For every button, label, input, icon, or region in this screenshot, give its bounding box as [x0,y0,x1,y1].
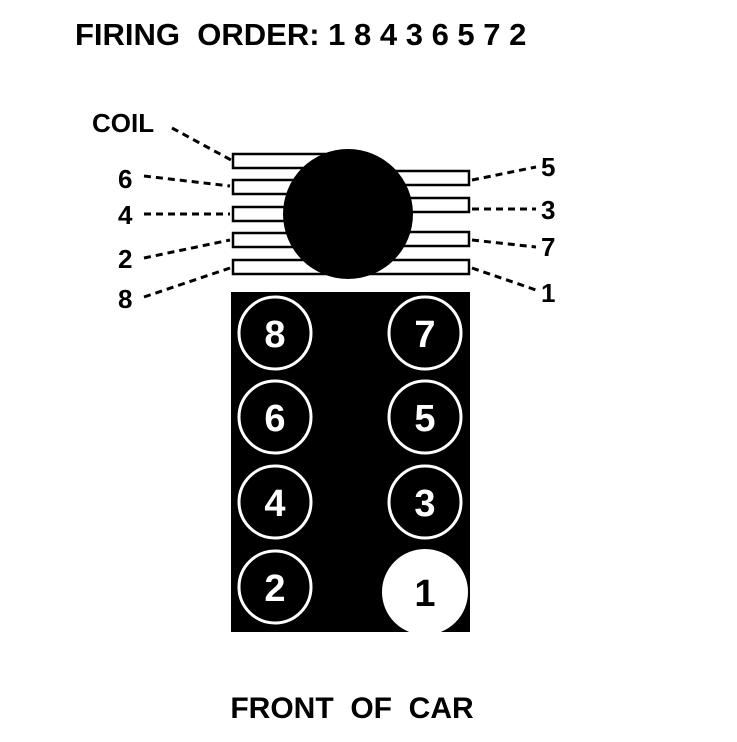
wire-label-left-2: 2 [118,244,132,274]
wire-5 [471,165,537,182]
wire-6 [143,174,231,188]
cylinder-1 [382,549,468,635]
wire-label-right-2: 7 [541,232,555,262]
wire-label-left-1: 4 [118,200,133,230]
wire-label-right-1: 3 [541,195,555,225]
engine-block: 8 6 4 2 7 5 3 1 [231,292,470,635]
cylinder-4 [237,464,313,540]
distributor-cap [283,149,413,279]
cylinder-3-label: 3 [414,483,435,525]
wire-7 [471,238,537,249]
coil-wire [171,126,232,162]
distributor [231,149,471,279]
cylinder-2-label: 2 [264,568,285,610]
front-of-car-label: FRONT OF CAR [230,692,474,725]
cylinder-7-label: 7 [414,314,435,356]
diagram-title: FIRING ORDER: 1 8 4 3 6 5 7 2 [75,17,526,52]
wire-label-right-3: 1 [541,278,555,308]
cylinder-5-label: 5 [414,398,435,440]
cylinder-3 [387,464,463,540]
cylinder-2 [237,549,313,625]
wire-label-left-0: 6 [118,164,132,194]
cylinder-6-label: 6 [264,398,285,440]
cylinder-5 [387,379,463,455]
cylinder-1-label: 1 [414,573,435,615]
cylinder-8 [237,295,313,371]
cylinder-6 [237,379,313,455]
wire-2 [143,238,231,260]
coil-label: COIL [92,108,154,138]
wire-8 [143,266,231,299]
wire-leads [143,126,537,299]
wire-1 [471,266,537,292]
cylinder-7 [387,295,463,371]
cylinder-8-label: 8 [264,314,285,356]
wire-label-left-3: 8 [118,284,132,314]
wire-label-right-0: 5 [541,152,555,182]
cylinder-4-label: 4 [264,483,285,525]
